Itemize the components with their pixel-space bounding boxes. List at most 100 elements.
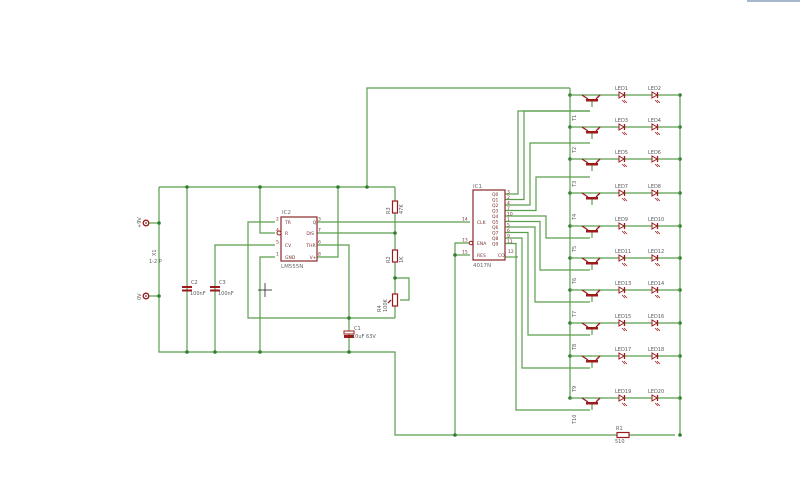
transistor-icon[interactable] <box>581 397 601 410</box>
transistor-icon[interactable] <box>581 355 601 368</box>
minus-label: 0V <box>137 293 143 300</box>
wire-output-q8 <box>505 237 590 369</box>
transistor-icon[interactable] <box>581 94 601 107</box>
light-arrow-icon <box>654 99 659 104</box>
led-icon[interactable]: LED14 <box>648 281 664 299</box>
junction-dot <box>453 253 457 257</box>
light-arrow-icon <box>656 327 661 332</box>
light-arrow-icon <box>621 99 626 104</box>
resistor-r1[interactable]: R1 510 <box>615 426 630 445</box>
transistor-icon[interactable] <box>581 126 601 139</box>
wire-top-loop <box>366 87 570 187</box>
transistor-icon[interactable] <box>581 289 601 302</box>
ic2-pin-number: 2 <box>276 217 279 223</box>
led-icon[interactable]: LED9 <box>615 217 628 235</box>
transistor-icon[interactable] <box>581 225 601 238</box>
ic1-output-label: Q4 <box>492 214 499 220</box>
ic1-output-label: Q1 <box>492 197 499 203</box>
ic2-pin-label: TR <box>284 220 291 226</box>
light-arrow-icon <box>656 360 661 365</box>
led-row: LED1 LED2 <box>570 86 680 107</box>
junction-dot <box>347 316 351 320</box>
led-icon[interactable]: LED1 <box>615 86 628 104</box>
capacitor-c1[interactable]: C1 10uF 63V <box>343 326 376 340</box>
ic1-output-label: Q7 <box>492 230 499 236</box>
wire-555-trig <box>247 221 395 319</box>
led-icon[interactable]: LED18 <box>648 347 664 365</box>
led-icon[interactable]: LED15 <box>615 314 631 332</box>
led-label: LED4 <box>648 118 661 124</box>
led-icon[interactable]: LED20 <box>648 389 664 407</box>
junction-dot <box>258 350 262 354</box>
light-arrow-icon <box>654 262 659 267</box>
light-arrow-icon <box>654 360 659 365</box>
ic1-co-pin-number: 12 <box>508 249 514 255</box>
window-top-bar <box>747 0 800 2</box>
led-icon[interactable]: LED4 <box>648 118 661 136</box>
led-label: LED17 <box>615 347 631 353</box>
light-arrow-icon <box>656 294 661 299</box>
ic2-pin-label: GND <box>285 255 296 261</box>
led-icon[interactable]: LED13 <box>615 281 631 299</box>
light-arrow-icon <box>654 402 659 407</box>
plus-label: +9V <box>137 217 143 228</box>
wire-output-q7 <box>505 231 590 336</box>
capacitor-c2[interactable]: C2 100nF <box>182 280 206 297</box>
led-label: LED9 <box>615 217 628 223</box>
ic2-pin-number: 4 <box>276 228 279 234</box>
ic2-pin-label: CV <box>285 243 292 249</box>
light-arrow-icon <box>623 262 628 267</box>
light-arrow-icon <box>621 360 626 365</box>
crosshair-cursor-icon <box>258 283 272 297</box>
c1-name: C1 <box>354 326 361 332</box>
wire-c1-bottom <box>349 351 675 436</box>
light-arrow-icon <box>621 163 626 168</box>
led-icon[interactable]: LED10 <box>648 217 664 235</box>
capacitor-icon <box>182 286 192 288</box>
potentiometer-icon <box>391 293 399 307</box>
ic1-output-label: Q2 <box>492 203 499 209</box>
transistor-icon[interactable] <box>581 257 601 270</box>
connector-label: X1 <box>152 249 158 256</box>
led-icon[interactable]: LED19 <box>615 389 631 407</box>
led-label: LED12 <box>648 249 664 255</box>
led-icon[interactable]: LED8 <box>648 184 661 202</box>
led-icon[interactable]: LED3 <box>615 118 628 136</box>
led-icon[interactable]: LED16 <box>648 314 664 332</box>
ic2-pin-label: V+ <box>310 255 317 261</box>
wire-output-q6 <box>505 226 590 303</box>
ic1-output-pin-number: 3 <box>507 190 510 196</box>
capacitor-c3[interactable]: C3 100nF <box>210 280 234 297</box>
transistor-icon[interactable] <box>581 322 601 335</box>
capacitor-icon <box>210 286 220 288</box>
plus-terminal-dot <box>145 222 147 224</box>
resistor-r2[interactable]: R2 1K <box>386 249 405 263</box>
ic1-pin-number: 13 <box>462 238 468 244</box>
minus-terminal-dot <box>145 295 147 297</box>
junction-dot <box>678 433 682 437</box>
transistor-icon[interactable] <box>581 158 601 171</box>
light-arrow-icon <box>623 131 628 136</box>
led-icon[interactable]: LED6 <box>648 150 661 168</box>
r3-name: R3 <box>386 207 392 214</box>
ic2-pin-label: THR <box>305 243 315 249</box>
led-icon[interactable]: LED7 <box>615 184 628 202</box>
ic1-co-label: CO <box>498 253 505 259</box>
transistor-icon[interactable] <box>581 192 601 205</box>
led-icon[interactable]: LED5 <box>615 150 628 168</box>
light-arrow-icon <box>656 131 661 136</box>
resistor-r3[interactable]: R3 47K <box>386 200 405 214</box>
resistor-r4[interactable]: R4 100K <box>377 293 399 312</box>
junction-dot <box>347 350 351 354</box>
junction-dot <box>336 185 340 189</box>
led-icon[interactable]: LED17 <box>615 347 631 365</box>
led-icon[interactable]: LED12 <box>648 249 664 267</box>
wire-ena <box>454 242 470 435</box>
led-icon[interactable]: LED11 <box>615 249 631 267</box>
led-icon[interactable]: LED2 <box>648 86 661 104</box>
junction-dot <box>258 185 262 189</box>
wire-555-v <box>317 187 339 258</box>
